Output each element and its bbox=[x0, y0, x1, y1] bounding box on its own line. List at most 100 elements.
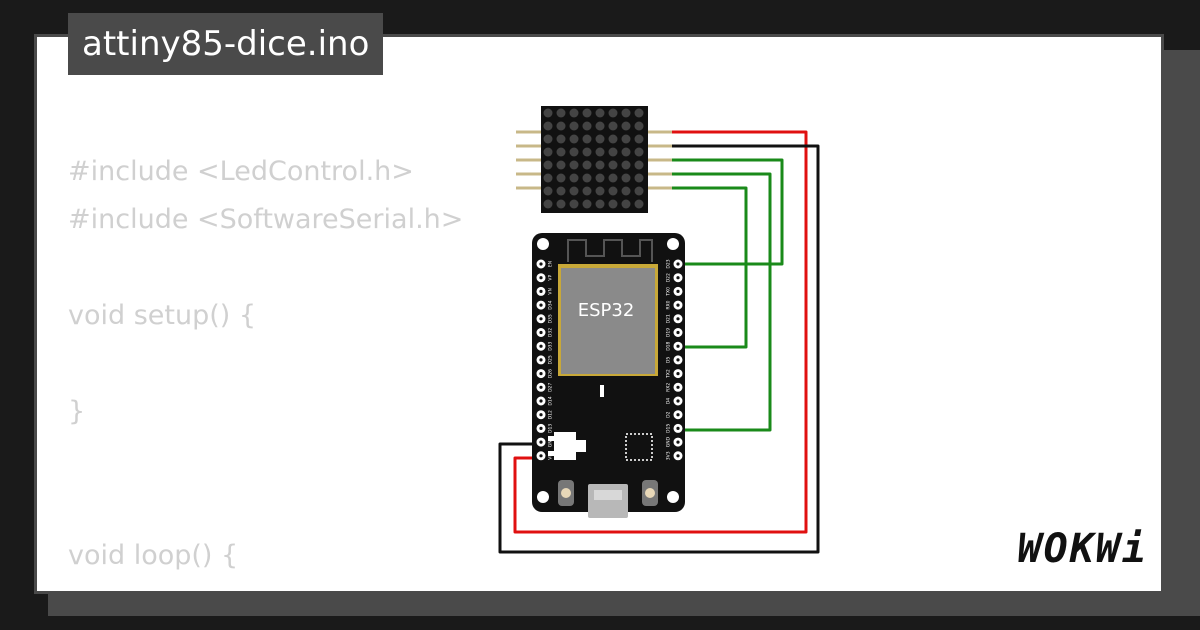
matrix-led bbox=[569, 199, 579, 209]
usb-connector-inner bbox=[594, 490, 622, 500]
pin-hole bbox=[676, 426, 680, 430]
pin-label: RX0 bbox=[666, 300, 672, 309]
matrix-led bbox=[582, 160, 592, 170]
matrix-pins-right bbox=[646, 130, 672, 190]
matrix-led bbox=[582, 121, 592, 131]
pin-hole bbox=[676, 262, 680, 266]
matrix-led bbox=[582, 186, 592, 196]
reset-button-cap bbox=[645, 488, 655, 498]
matrix-led bbox=[634, 147, 644, 157]
matrix-led bbox=[569, 108, 579, 118]
pin-label: D26 bbox=[548, 369, 554, 378]
matrix-led bbox=[556, 160, 566, 170]
pin-hole bbox=[539, 276, 543, 280]
wire-gnd bbox=[498, 144, 820, 554]
pin-label: TX2 bbox=[666, 369, 672, 379]
pin-hole bbox=[539, 262, 543, 266]
pin-label: D15 bbox=[666, 424, 672, 433]
matrix-led bbox=[608, 186, 618, 196]
matrix-led bbox=[569, 134, 579, 144]
led-matrix[interactable] bbox=[516, 106, 672, 213]
matrix-led bbox=[608, 160, 618, 170]
matrix-led bbox=[582, 147, 592, 157]
matrix-led bbox=[569, 160, 579, 170]
wire-vcc bbox=[513, 130, 808, 534]
pin-label: D21 bbox=[666, 314, 672, 323]
mount-hole bbox=[667, 491, 679, 503]
matrix-led bbox=[634, 108, 644, 118]
pin-hole bbox=[539, 289, 543, 293]
matrix-led bbox=[621, 186, 631, 196]
pin-label: D18 bbox=[666, 341, 672, 350]
pin-hole bbox=[676, 372, 680, 376]
pin-label: VIN bbox=[548, 452, 554, 460]
matrix-led bbox=[595, 108, 605, 118]
matrix-led bbox=[556, 121, 566, 131]
pin-hole bbox=[539, 303, 543, 307]
right-pin-header: D23D22TX0RX0D21D19D18D5TX2RX2D4D2D15GND3… bbox=[666, 259, 683, 461]
matrix-led bbox=[595, 186, 605, 196]
matrix-led bbox=[621, 173, 631, 183]
pin-label: D4 bbox=[666, 398, 672, 404]
matrix-led bbox=[595, 134, 605, 144]
wire-cs bbox=[648, 172, 772, 432]
pin-label: VP bbox=[548, 275, 554, 281]
pin-hole bbox=[676, 440, 680, 444]
matrix-led bbox=[556, 199, 566, 209]
matrix-led bbox=[621, 147, 631, 157]
pin-hole bbox=[676, 289, 680, 293]
wires bbox=[498, 130, 820, 554]
usb-chip bbox=[625, 433, 653, 461]
code-line: } bbox=[68, 396, 86, 427]
pin-label: D5 bbox=[666, 357, 672, 363]
pin-label: D33 bbox=[548, 341, 554, 350]
matrix-led bbox=[634, 186, 644, 196]
pin-label: D35 bbox=[548, 314, 554, 323]
project-title[interactable]: attiny85-dice.ino bbox=[68, 13, 384, 75]
wokwi-logo[interactable]: WOKWi bbox=[1017, 526, 1148, 572]
pin-hole bbox=[539, 385, 543, 389]
regulator-pin bbox=[548, 451, 554, 456]
matrix-led bbox=[556, 108, 566, 118]
pin-hole bbox=[676, 276, 680, 280]
pin-hole bbox=[539, 454, 543, 458]
code-line: void setup() { bbox=[68, 300, 257, 331]
code-line: void loop() { bbox=[68, 540, 239, 571]
pin-label: GND bbox=[666, 436, 672, 447]
mount-hole bbox=[537, 491, 549, 503]
matrix-led bbox=[543, 173, 553, 183]
matrix-led bbox=[621, 121, 631, 131]
matrix-led bbox=[595, 121, 605, 131]
matrix-led bbox=[556, 173, 566, 183]
pin-hole bbox=[539, 413, 543, 417]
matrix-led bbox=[608, 147, 618, 157]
pin-label: 3V3 bbox=[666, 451, 672, 460]
mount-hole bbox=[667, 238, 679, 250]
esp32-board[interactable]: ESP32 ENVPVND34D35D32D33D25D26D27D14D12D… bbox=[532, 233, 685, 518]
matrix-led bbox=[569, 186, 579, 196]
matrix-led bbox=[634, 134, 644, 144]
module-shield bbox=[561, 268, 655, 374]
matrix-led bbox=[543, 121, 553, 131]
matrix-led bbox=[595, 173, 605, 183]
boot-button-cap bbox=[561, 488, 571, 498]
pin-hole bbox=[676, 303, 680, 307]
matrix-led bbox=[582, 173, 592, 183]
pin-label: D19 bbox=[666, 328, 672, 337]
matrix-led bbox=[543, 160, 553, 170]
pin-hole bbox=[539, 317, 543, 321]
pin-hole bbox=[676, 454, 680, 458]
usb-connector bbox=[588, 484, 628, 518]
pin-hole bbox=[539, 330, 543, 335]
antenna-trace bbox=[567, 239, 653, 262]
code-preview: #include <LedControl.h> #include <Softwa… bbox=[68, 148, 463, 580]
pin-label: D12 bbox=[548, 410, 554, 419]
regulator bbox=[554, 432, 576, 460]
matrix-led bbox=[608, 173, 618, 183]
wire-din bbox=[648, 158, 784, 266]
matrix-led bbox=[621, 199, 631, 209]
pin-hole bbox=[539, 358, 543, 362]
matrix-led bbox=[621, 134, 631, 144]
pin-label: TX0 bbox=[666, 287, 672, 297]
matrix-led bbox=[582, 108, 592, 118]
